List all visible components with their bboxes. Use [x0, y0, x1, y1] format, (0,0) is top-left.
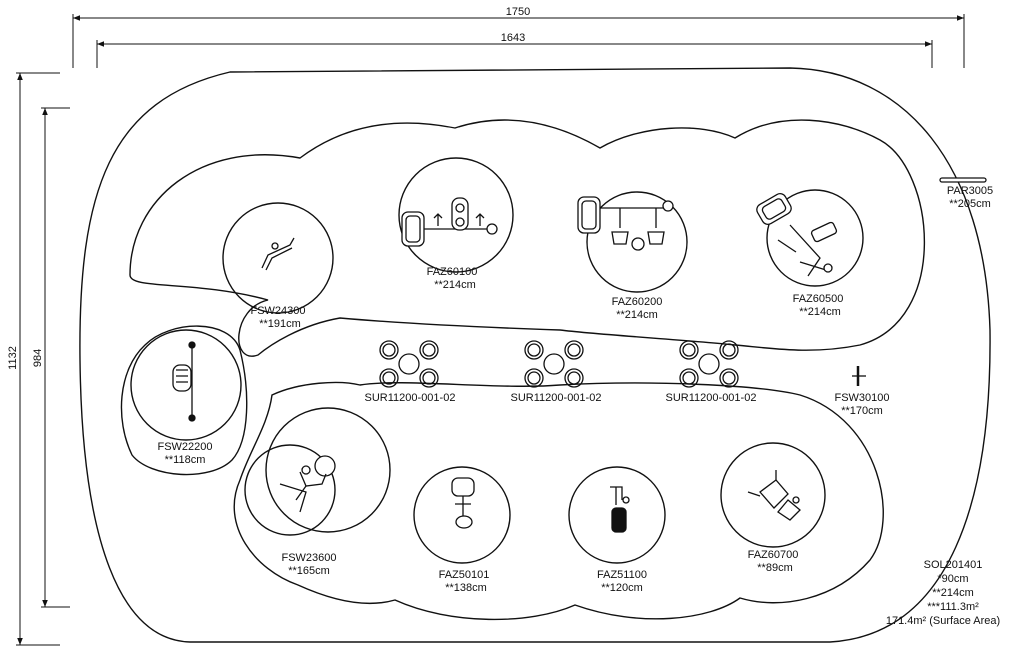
surface-info-block: SOL201401 *90cm **214cm ***111.3m² 171.4…	[886, 559, 1000, 627]
svg-text:**165cm: **165cm	[288, 565, 330, 577]
label-faz51100: FAZ51100 **120cm	[597, 569, 647, 594]
fsw22200-symbol	[172, 341, 196, 422]
svg-text:**214cm: **214cm	[616, 309, 658, 321]
svg-text:FAZ60500: FAZ60500	[793, 293, 844, 305]
fsw23600-symbol	[279, 455, 336, 513]
inner-height-label: 984	[32, 349, 44, 367]
surface-line-4: 171.4m² (Surface Area)	[886, 615, 1000, 627]
surface-line-2: **214cm	[932, 587, 974, 599]
faz51100-symbol	[610, 486, 630, 533]
svg-text:**191cm: **191cm	[259, 318, 301, 330]
faz60700-symbol	[747, 470, 801, 521]
dimension-inner-height: 984	[32, 107, 70, 608]
label-fsw30100: FSW30100 **170cm	[834, 392, 889, 417]
faz50101-symbol	[451, 477, 475, 529]
label-fsw24300: FSW24300 **191cm	[250, 305, 305, 330]
faz60200-symbol	[577, 196, 674, 251]
label-sur-2: SUR11200-001-02	[511, 392, 602, 404]
svg-text:FSW30100: FSW30100	[834, 392, 889, 404]
surface-code: SOL201401	[924, 559, 983, 571]
label-par3005: PAR3005 **205cm	[947, 185, 993, 210]
fsw30100-symbol	[852, 366, 866, 386]
fall-zone-faz51100	[568, 466, 666, 564]
svg-text:FAZ51100: FAZ51100	[597, 569, 647, 581]
fall-zone-faz60200	[586, 191, 688, 293]
dimension-outer-width: 1750	[72, 6, 965, 68]
label-sur-3: SUR11200-001-02	[666, 392, 757, 404]
svg-text:**170cm: **170cm	[841, 405, 883, 417]
svg-text:**120cm: **120cm	[601, 582, 643, 594]
surface-zone-fsw22200	[120, 325, 248, 476]
svg-text:FSW23600: FSW23600	[281, 552, 336, 564]
surface-zone-lower	[233, 381, 884, 621]
dimension-outer-height: 1132	[7, 72, 60, 646]
fall-zone-faz60700	[720, 442, 826, 548]
label-faz60700: FAZ60700 **89cm	[748, 549, 799, 574]
svg-text:FAZ60700: FAZ60700	[748, 549, 799, 561]
svg-text:**214cm: **214cm	[434, 279, 476, 291]
label-fsw23600: FSW23600 **165cm	[281, 552, 336, 577]
svg-text:**205cm: **205cm	[949, 198, 991, 210]
surface-line-3: ***111.3m²	[927, 601, 979, 613]
label-faz60100: FAZ60100 **214cm	[427, 266, 478, 291]
outer-width-label: 1750	[506, 6, 530, 18]
svg-text:**118cm: **118cm	[165, 454, 206, 466]
svg-text:FAZ50101: FAZ50101	[439, 569, 490, 581]
svg-text:FAZ60200: FAZ60200	[612, 296, 663, 308]
label-faz60500: FAZ60500 **214cm	[793, 293, 844, 318]
faz60500-symbol	[756, 193, 838, 277]
fall-zone-fsw23600-a	[265, 407, 391, 533]
inner-width-label: 1643	[501, 32, 525, 44]
svg-text:FSW24300: FSW24300	[250, 305, 305, 317]
fall-zone-fsw24300	[222, 202, 334, 314]
surface-zone-upper	[129, 119, 926, 357]
fsw24300-symbol	[261, 237, 295, 271]
fall-zone-faz60100	[398, 157, 514, 273]
dimension-inner-width: 1643	[96, 32, 933, 68]
svg-text:PAR3005: PAR3005	[947, 185, 993, 197]
par3005-symbol	[939, 177, 987, 183]
svg-text:FAZ60100: FAZ60100	[427, 266, 478, 278]
label-sur-1: SUR11200-001-02	[365, 392, 456, 404]
sur-stools-group-1	[379, 340, 439, 388]
svg-text:**89cm: **89cm	[757, 562, 792, 574]
label-faz50101: FAZ50101 **138cm	[439, 569, 490, 594]
fall-zone-fsw22200	[130, 329, 242, 441]
surface-line-1: *90cm	[937, 573, 968, 585]
fall-zone-fsw23600-b	[244, 444, 336, 536]
label-fsw22200: FSW22200 **118cm	[157, 441, 212, 466]
svg-text:FSW22200: FSW22200	[157, 441, 212, 453]
site-boundary-outline	[79, 67, 991, 643]
svg-text:**138cm: **138cm	[445, 582, 487, 594]
sur-stools-group-2	[524, 340, 584, 388]
label-faz60200: FAZ60200 **214cm	[612, 296, 663, 321]
fall-zone-faz60500	[766, 189, 864, 287]
fall-zone-faz50101	[413, 466, 511, 564]
svg-text:**214cm: **214cm	[799, 306, 841, 318]
outer-height-label: 1132	[7, 346, 19, 370]
faz60100-symbol	[401, 197, 498, 247]
sur-stools-group-3	[679, 340, 739, 388]
